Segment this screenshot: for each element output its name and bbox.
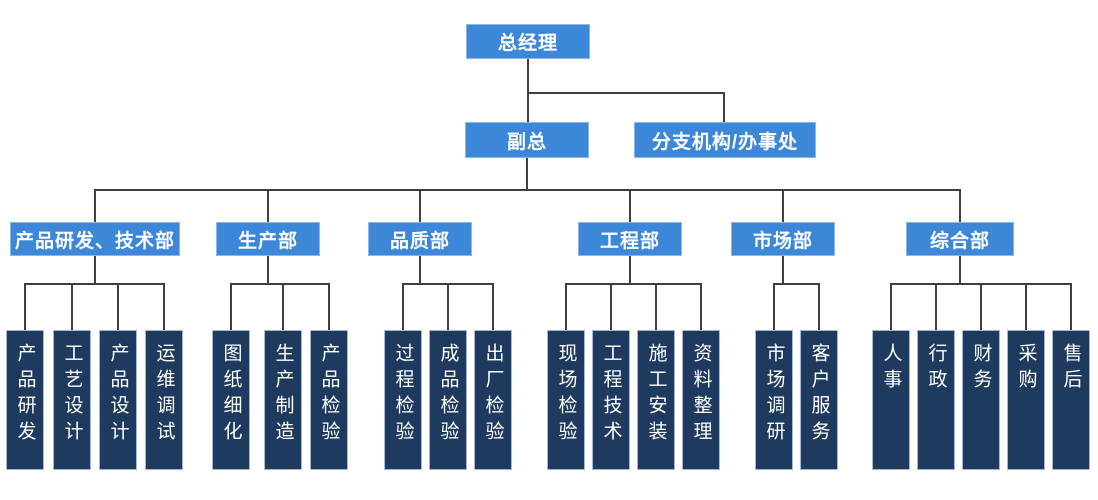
leaf-label: 出厂检验 bbox=[482, 343, 504, 447]
leaf-label: 产品设计 bbox=[107, 343, 129, 447]
node-dept-quality: 品质部 bbox=[368, 222, 472, 256]
connector-dept-stem bbox=[94, 256, 96, 284]
leaf-label: 工程技术 bbox=[600, 343, 622, 447]
node-leaf-product-design: 产品设计 bbox=[99, 330, 137, 470]
node-leaf-process-inspection: 过程检验 bbox=[384, 330, 422, 470]
leaf-label: 市场调研 bbox=[763, 343, 785, 447]
node-leaf-market-research: 市场调研 bbox=[755, 330, 793, 470]
connector-leaf-horizontal bbox=[230, 283, 330, 285]
connector-dept-drop bbox=[629, 189, 631, 222]
node-leaf-manufacturing: 生产制造 bbox=[264, 330, 302, 470]
connector-leaf-drop bbox=[117, 283, 119, 330]
connector-leaf-drop bbox=[447, 283, 449, 330]
connector-dept-drop bbox=[959, 189, 961, 222]
leaf-label: 客户服务 bbox=[808, 343, 830, 447]
connector-leaf-drop bbox=[71, 283, 73, 330]
node-leaf-construction-install: 施工安装 bbox=[637, 330, 675, 470]
connector-leaf-drop bbox=[1025, 283, 1027, 330]
node-dept-marketing: 市场部 bbox=[731, 222, 835, 256]
connector-leaf-drop bbox=[282, 283, 284, 330]
connector-leaf-drop bbox=[610, 283, 612, 330]
leaf-label: 现场检验 bbox=[555, 343, 577, 447]
node-leaf-engineering-tech: 工程技术 bbox=[592, 330, 630, 470]
leaf-label: 财务 bbox=[970, 343, 992, 395]
leaf-label: 图纸细化 bbox=[220, 343, 242, 447]
leaf-label: 过程检验 bbox=[392, 343, 414, 447]
connector-leaf-drop bbox=[328, 283, 330, 330]
node-leaf-admin: 行政 bbox=[917, 330, 955, 470]
node-general-manager: 总经理 bbox=[466, 24, 590, 59]
connector-leaf-drop bbox=[402, 283, 404, 330]
node-leaf-outgoing-inspection: 出厂检验 bbox=[474, 330, 512, 470]
node-deputy-gm: 副总 bbox=[465, 122, 589, 158]
node-dept-rd-tech: 产品研发、技术部 bbox=[10, 222, 180, 256]
node-leaf-customer-service: 客户服务 bbox=[800, 330, 838, 470]
node-leaf-process-design: 工艺设计 bbox=[53, 330, 91, 470]
leaf-label: 采购 bbox=[1015, 343, 1037, 395]
node-dept-production: 生产部 bbox=[216, 222, 320, 256]
node-leaf-product-rd: 产品研发 bbox=[6, 330, 44, 470]
connector-leaf-drop bbox=[890, 283, 892, 330]
node-leaf-document-organize: 资料整理 bbox=[682, 330, 720, 470]
leaf-label: 售后 bbox=[1060, 343, 1082, 395]
node-leaf-ops-debug: 运维调试 bbox=[145, 330, 183, 470]
node-leaf-product-inspection: 产品检验 bbox=[310, 330, 348, 470]
node-leaf-finished-inspection: 成品检验 bbox=[429, 330, 467, 470]
connector-leaf-drop bbox=[565, 283, 567, 330]
connector-leaf-horizontal bbox=[24, 283, 165, 285]
node-dept-engineering: 工程部 bbox=[578, 222, 682, 256]
leaf-label: 行政 bbox=[925, 343, 947, 395]
connector-dept-stem bbox=[267, 256, 269, 284]
connector-leaf-drop bbox=[163, 283, 165, 330]
connector-dept-stem bbox=[419, 256, 421, 284]
connector-leaf-drop bbox=[818, 283, 820, 330]
leaf-label: 运维调试 bbox=[153, 343, 175, 447]
node-leaf-drawing-detail: 图纸细化 bbox=[212, 330, 250, 470]
node-leaf-finance: 财务 bbox=[962, 330, 1000, 470]
node-leaf-procurement: 采购 bbox=[1007, 330, 1045, 470]
leaf-label: 施工安装 bbox=[645, 343, 667, 447]
connector-leaf-drop bbox=[773, 283, 775, 330]
connector-leaf-drop bbox=[230, 283, 232, 330]
connector-dept-drop bbox=[419, 189, 421, 222]
connector-leaf-horizontal bbox=[565, 283, 702, 285]
connector-root-horizontal bbox=[527, 92, 725, 94]
node-branch-office: 分支机构/办事处 bbox=[634, 122, 816, 158]
node-leaf-site-inspection: 现场检验 bbox=[547, 330, 585, 470]
leaf-label: 成品检验 bbox=[437, 343, 459, 447]
connector-leaf-drop bbox=[700, 283, 702, 330]
connector-dept-drop bbox=[267, 189, 269, 222]
connector-leaf-drop bbox=[24, 283, 26, 330]
connector-leaf-drop bbox=[980, 283, 982, 330]
leaf-label: 产品研发 bbox=[14, 343, 36, 447]
connector-root-stem bbox=[527, 59, 529, 122]
connector-leaf-drop bbox=[935, 283, 937, 330]
connector-leaf-horizontal bbox=[773, 283, 820, 285]
connector-deputy-stem bbox=[526, 158, 528, 190]
leaf-label: 生产制造 bbox=[272, 343, 294, 447]
connector-branch-drop bbox=[723, 92, 725, 122]
connector-dept-stem bbox=[959, 256, 961, 284]
node-dept-general: 综合部 bbox=[906, 222, 1014, 256]
node-leaf-hr: 人事 bbox=[872, 330, 910, 470]
connector-dept-stem bbox=[782, 256, 784, 284]
node-leaf-after-sales: 售后 bbox=[1052, 330, 1090, 470]
connector-dept-stem bbox=[629, 256, 631, 284]
leaf-label: 资料整理 bbox=[690, 343, 712, 447]
leaf-label: 人事 bbox=[880, 343, 902, 395]
connector-leaf-drop bbox=[655, 283, 657, 330]
connector-leaf-drop bbox=[1070, 283, 1072, 330]
leaf-label: 工艺设计 bbox=[61, 343, 83, 447]
connector-dept-drop bbox=[94, 189, 96, 222]
leaf-label: 产品检验 bbox=[318, 343, 340, 447]
connector-leaf-drop bbox=[492, 283, 494, 330]
connector-dept-horizontal bbox=[94, 189, 961, 191]
connector-dept-drop bbox=[782, 189, 784, 222]
